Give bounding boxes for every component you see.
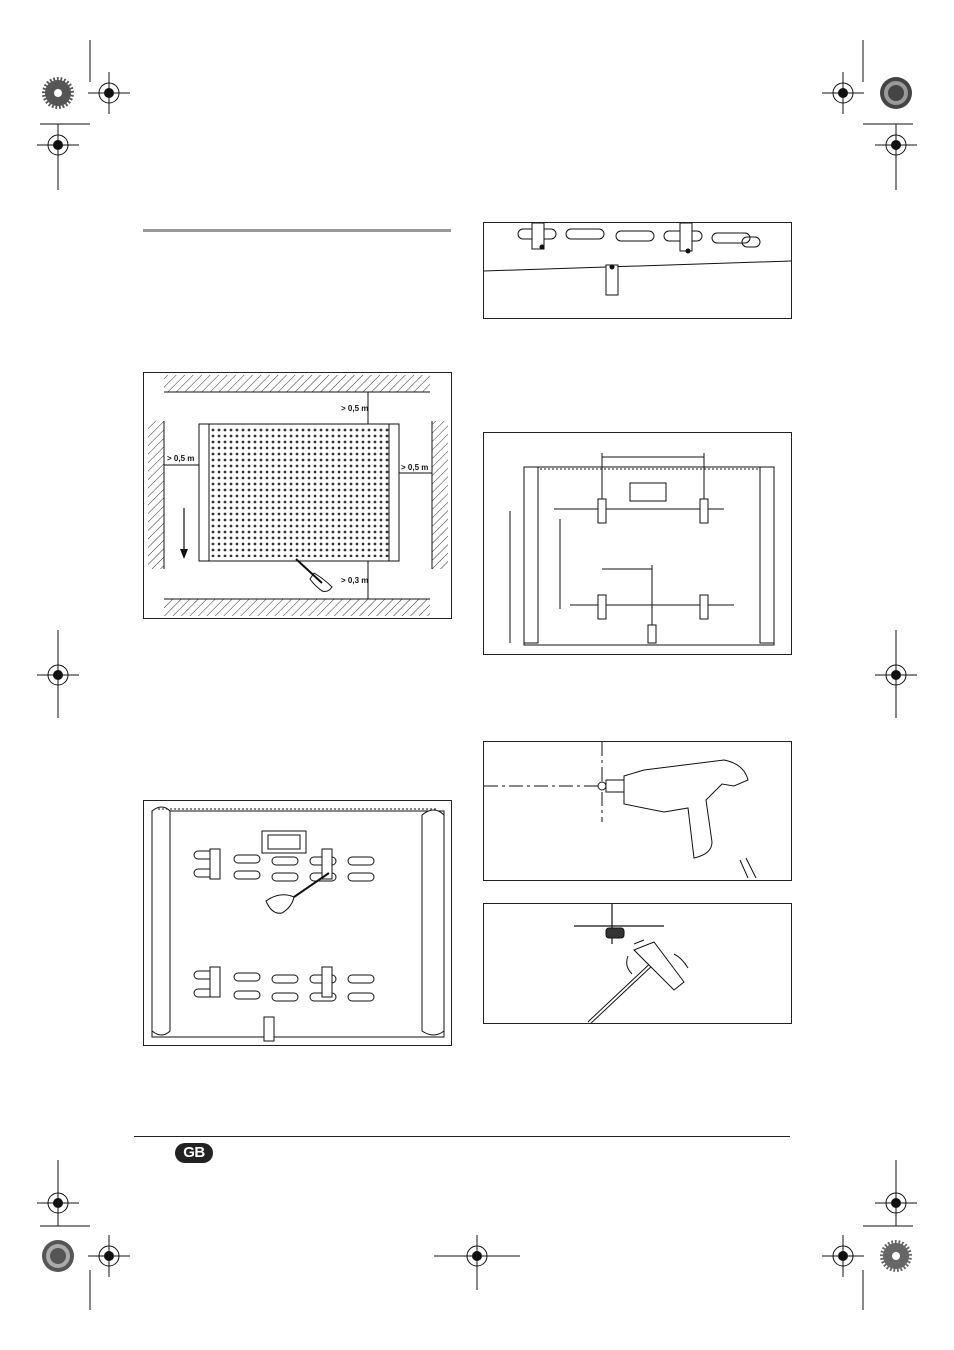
registration-mark-icon — [875, 630, 917, 718]
registration-mark-icon — [822, 1235, 864, 1277]
registration-mark-icon — [434, 1235, 520, 1290]
registration-mark-icon — [37, 1160, 79, 1226]
crop-marks — [40, 40, 913, 1310]
color-target-icon — [42, 1240, 74, 1272]
registration-mark-icon — [875, 1160, 917, 1226]
registration-mark-icon — [88, 1235, 130, 1277]
registration-mark-icon — [875, 124, 917, 190]
registration-mark-icon — [37, 124, 79, 190]
color-target-icon — [880, 77, 912, 109]
registration-mark-icon — [822, 72, 864, 114]
registration-mark-icon — [88, 72, 130, 114]
color-target-icon — [880, 1240, 912, 1272]
registration-mark-icon — [37, 630, 79, 718]
color-target-icon — [42, 77, 74, 109]
